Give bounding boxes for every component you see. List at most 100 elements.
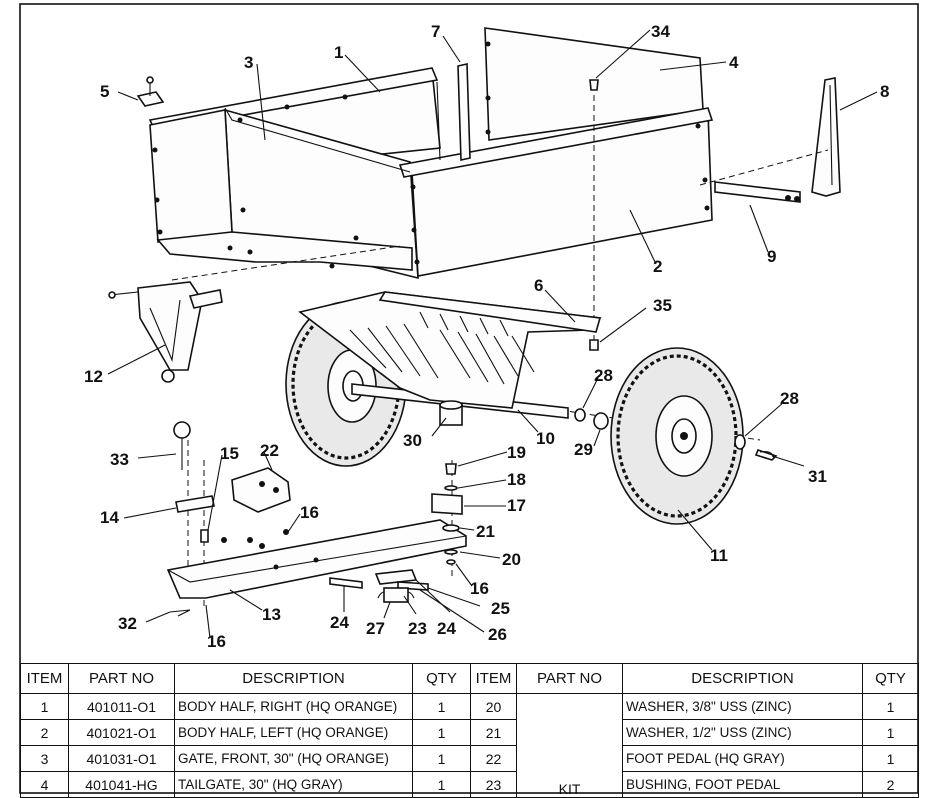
tongue-hardware	[221, 529, 289, 549]
cell-qty-2: 1	[862, 719, 919, 746]
callout-5: 5	[100, 82, 109, 101]
parts-list-table: ITEM PART NO DESCRIPTION QTY ITEM PART N…	[20, 663, 919, 798]
foot-pedal	[231, 467, 291, 513]
callout-35: 35	[653, 296, 672, 315]
callout-23: 23	[408, 619, 427, 638]
handle-bracket	[811, 77, 841, 197]
cell-item-2: 22	[470, 745, 517, 772]
cell-qty: 1	[412, 719, 471, 746]
callout-24b: 24	[437, 619, 456, 638]
callout-30: 30	[403, 431, 422, 450]
callout-19: 19	[507, 443, 526, 462]
cell-qty: 1	[412, 771, 471, 798]
cart-body	[136, 27, 714, 280]
callout-16c: 16	[470, 579, 489, 598]
wheel-right	[610, 347, 744, 525]
callout-18: 18	[507, 470, 526, 489]
cell-part-no-kit: KIT	[516, 693, 623, 798]
cell-item-2: 23	[470, 771, 517, 798]
cell-item: 2	[20, 719, 69, 746]
cell-description: GATE, FRONT, 30" (HQ ORANGE)	[174, 745, 413, 772]
header-description-2: DESCRIPTION	[622, 663, 863, 694]
header-qty-2: QTY	[862, 663, 919, 694]
cell-item: 1	[20, 693, 69, 720]
callout-9: 9	[767, 247, 776, 266]
callout-14: 14	[100, 508, 119, 527]
cell-qty-2: 1	[862, 693, 919, 720]
callout-13: 13	[262, 605, 281, 624]
bolt-35	[589, 339, 599, 351]
callout-27: 27	[366, 619, 385, 638]
callout-10: 10	[536, 429, 555, 448]
callout-6: 6	[534, 276, 543, 295]
clip-32	[169, 609, 191, 617]
callout-32: 32	[118, 614, 137, 633]
callout-31: 31	[808, 467, 827, 486]
table-row: 3 401031-O1 GATE, FRONT, 30" (HQ ORANGE)…	[20, 745, 919, 772]
table-header-row: ITEM PART NO DESCRIPTION QTY ITEM PART N…	[20, 663, 919, 694]
cell-part-no: 401031-O1	[68, 745, 175, 772]
front-gate-left-side	[149, 109, 233, 243]
callout-16b: 16	[207, 632, 226, 651]
cell-qty: 1	[412, 693, 471, 720]
callout-21: 21	[476, 522, 495, 541]
callout-20: 20	[502, 550, 521, 569]
header-qty: QTY	[412, 663, 471, 694]
hinge-strip	[457, 63, 471, 161]
bracket-14	[175, 495, 215, 513]
axle-hardware	[574, 408, 778, 461]
cell-description: TAILGATE, 30" (HQ GRAY)	[174, 771, 413, 798]
callout-12: 12	[84, 367, 103, 386]
callout-28a: 28	[594, 366, 613, 385]
cell-description-2: FOOT PEDAL (HQ GRAY)	[622, 745, 863, 772]
cell-item: 3	[20, 745, 69, 772]
header-item: ITEM	[20, 663, 69, 694]
cell-item-2: 21	[470, 719, 517, 746]
callout-4: 4	[729, 53, 739, 72]
cell-description: BODY HALF, RIGHT (HQ ORANGE)	[174, 693, 413, 720]
tongue-tube	[166, 519, 467, 599]
header-description: DESCRIPTION	[174, 663, 413, 694]
cell-part-no: 401041-HG	[68, 771, 175, 798]
cell-description-2: WASHER, 3/8" USS (ZINC)	[622, 693, 863, 720]
callout-8: 8	[880, 82, 889, 101]
callout-26: 26	[488, 625, 507, 644]
header-part-no-2: PART NO	[516, 663, 623, 694]
spring-hardware	[329, 569, 429, 603]
callout-25: 25	[491, 599, 510, 618]
callout-labels: 1 2 3 4 5 6 7 8 9 10 11 12 13 14 15 16 1…	[84, 22, 889, 651]
pivot-hardware	[431, 463, 463, 565]
bolt-15	[200, 529, 209, 543]
callout-1: 1	[334, 43, 343, 62]
corner-clip	[136, 76, 165, 107]
body-floor	[156, 231, 413, 271]
header-part-no: PART NO	[68, 663, 175, 694]
cell-description-2: BUSHING, FOOT PEDAL	[622, 771, 863, 798]
callout-24a: 24	[330, 613, 349, 632]
cell-description-2: WASHER, 1/2" USS (ZINC)	[622, 719, 863, 746]
bolt-34	[589, 79, 599, 91]
callout-11: 11	[710, 546, 728, 565]
eye-bolt	[173, 421, 191, 470]
table-row: 2 401021-O1 BODY HALF, LEFT (HQ ORANGE) …	[20, 719, 919, 746]
table-row: 1 401011-O1 BODY HALF, RIGHT (HQ ORANGE)…	[20, 693, 919, 798]
cell-part-no: 401011-O1	[68, 693, 175, 720]
callout-29: 29	[574, 440, 593, 459]
cell-part-no: 401021-O1	[68, 719, 175, 746]
cell-qty-2: 2	[862, 771, 919, 798]
callout-28b: 28	[780, 389, 799, 408]
header-item-2: ITEM	[470, 663, 517, 694]
callout-15: 15	[220, 444, 239, 463]
cell-item-2: 20	[470, 693, 517, 720]
frame	[298, 291, 602, 409]
pin-30	[439, 400, 463, 426]
cell-qty: 1	[412, 745, 471, 772]
cell-description: BODY HALF, LEFT (HQ ORANGE)	[174, 719, 413, 746]
cell-qty-2: 1	[862, 745, 919, 772]
table-row: 4 401041-HG TAILGATE, 30" (HQ GRAY) 1 23…	[20, 771, 919, 798]
callout-17: 17	[507, 496, 526, 515]
callout-34: 34	[651, 22, 670, 41]
leader-lines	[107, 29, 878, 639]
cell-item: 4	[20, 771, 69, 798]
